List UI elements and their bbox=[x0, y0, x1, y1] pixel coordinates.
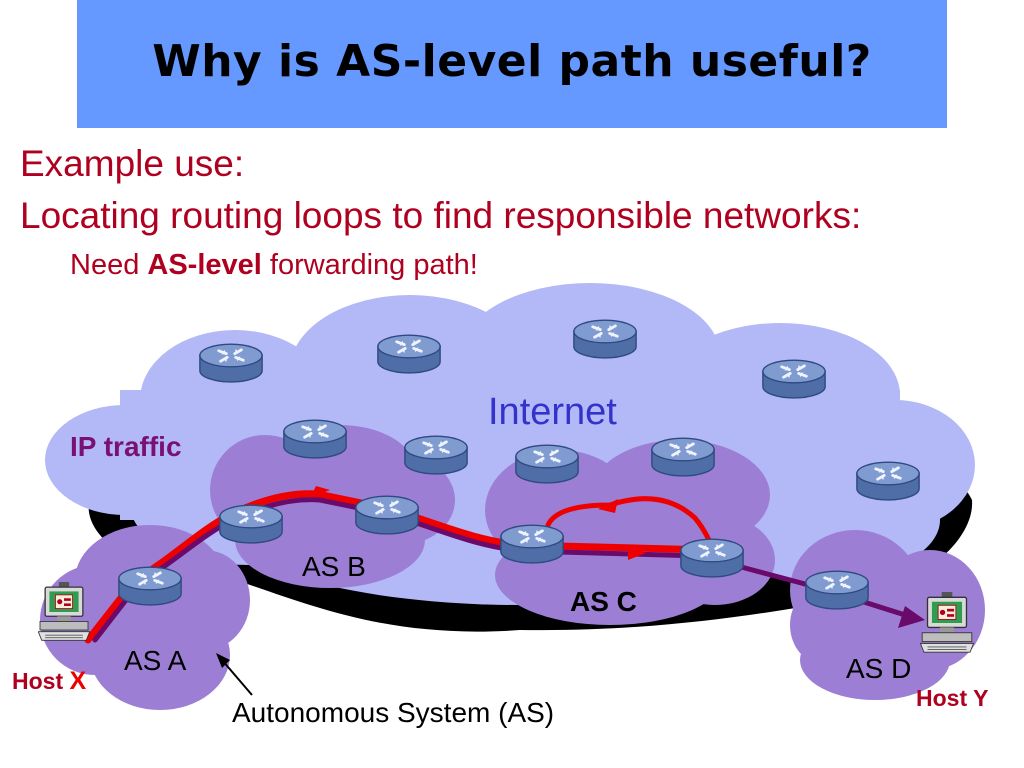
router-icon bbox=[650, 436, 716, 478]
as-definition-label: Autonomous System (AS) bbox=[232, 697, 554, 728]
router-icon bbox=[403, 434, 469, 476]
router-icon bbox=[804, 569, 870, 611]
router-icon bbox=[514, 443, 580, 485]
sub-bullet-prefix: Need bbox=[70, 249, 148, 281]
internet-label: Internet bbox=[488, 391, 617, 433]
router-icon bbox=[198, 342, 264, 384]
as-a-label: AS A bbox=[124, 645, 187, 676]
host-computer-icon bbox=[38, 582, 90, 641]
arrow-icon bbox=[216, 653, 253, 696]
router-icon bbox=[117, 565, 183, 607]
as-c-label: AS C bbox=[570, 586, 637, 617]
red-routing-path bbox=[84, 490, 716, 644]
router-icon bbox=[282, 418, 348, 460]
as-c-cloud bbox=[485, 440, 775, 625]
router-icon bbox=[499, 523, 565, 565]
host-computer-icon bbox=[919, 592, 975, 653]
router-icon bbox=[855, 460, 921, 502]
bullet-routing-loops: Locating routing loops to find responsib… bbox=[20, 195, 862, 236]
router-icon bbox=[376, 333, 442, 375]
router-icon bbox=[761, 358, 827, 400]
router-icon bbox=[679, 537, 745, 579]
ip-traffic-label: IP traffic bbox=[70, 431, 182, 462]
host-x-label: Host X bbox=[12, 667, 87, 695]
host-x-prefix: Host bbox=[12, 668, 70, 694]
router-icon bbox=[572, 318, 638, 360]
router-icon bbox=[354, 494, 420, 536]
as-b-label: AS B bbox=[302, 551, 366, 582]
host-x-letter: X bbox=[70, 667, 87, 695]
slide-title: Why is AS-level path useful? bbox=[152, 36, 872, 87]
bullet-example-use: Example use: bbox=[20, 143, 245, 184]
host-y-label: Host Y bbox=[916, 685, 988, 711]
title-bar: Why is AS-level path useful? bbox=[77, 0, 947, 128]
purple-forwarding-path bbox=[92, 486, 925, 643]
sub-bullet-suffix: forwarding path! bbox=[261, 249, 478, 281]
router-icon bbox=[218, 503, 284, 545]
sub-bullet-bold: AS-level bbox=[147, 249, 262, 281]
sub-bullet-need-as-level: Need AS-level forwarding path! bbox=[70, 249, 478, 282]
as-d-label: AS D bbox=[846, 653, 911, 684]
